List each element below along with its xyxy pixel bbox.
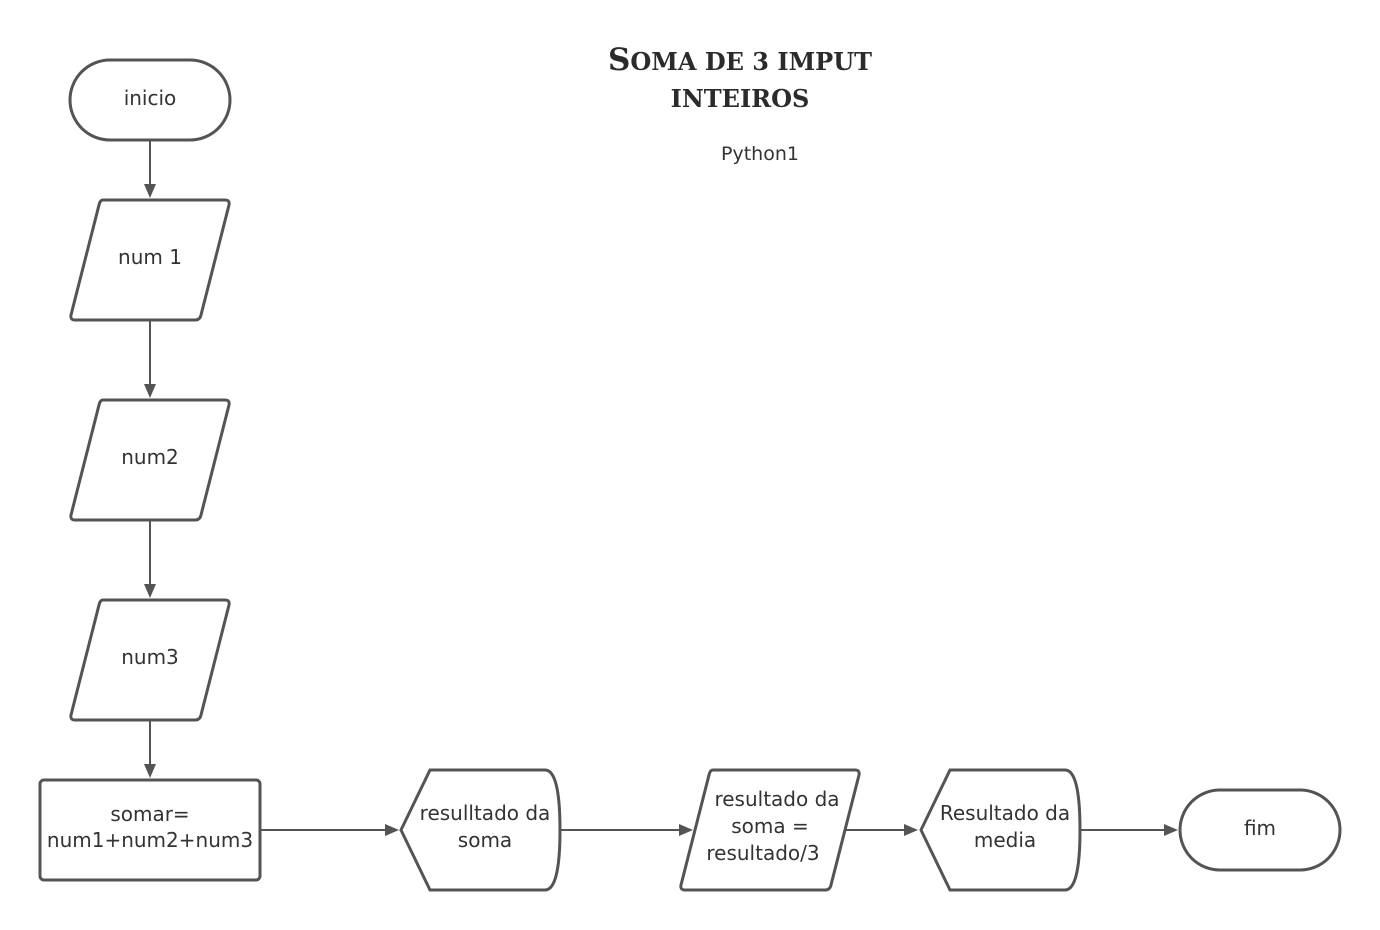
edges-layer [144, 140, 1178, 836]
node-num3-label: num3 [121, 645, 179, 669]
diagram-title-line2: INTEIROS [671, 84, 810, 113]
arrowhead-num1-num2 [144, 384, 156, 398]
node-calculo-media-label-line2: soma = [731, 814, 809, 838]
input-parallelogram-shape [69, 198, 231, 322]
arrowhead-calculo-resultado-media [904, 824, 918, 836]
node-calculo-media[interactable]: resultado da soma = resultado/3 [679, 768, 861, 892]
node-inicio-label: inicio [124, 86, 177, 110]
diagram-title-line1: SOMA DE 3 IMPUT [608, 42, 872, 78]
arrowhead-num2-num3 [144, 584, 156, 598]
node-resultado-soma-label-line2: soma [458, 828, 512, 852]
node-calculo-media-label-line3: resultado/3 [706, 841, 819, 865]
display-shape [399, 768, 562, 892]
node-num1-label: num 1 [118, 245, 182, 269]
node-resultado-media-label-line1: Resultado da [940, 801, 1070, 825]
node-inicio[interactable]: inicio [68, 58, 232, 142]
input-parallelogram-shape [69, 598, 231, 722]
arrowhead-resultado-soma-calculo [679, 824, 693, 836]
node-resultado-media-label-line2: media [974, 828, 1036, 852]
node-num2[interactable]: num2 [69, 398, 231, 522]
node-resultado-media[interactable]: Resultado da media [919, 768, 1082, 892]
arrowhead-num3-somar [144, 764, 156, 778]
node-somar-label-line1: somar= [110, 802, 189, 826]
display-shape [919, 768, 1082, 892]
node-resultado-soma[interactable]: resulltado da soma [399, 768, 562, 892]
node-resultado-soma-label-line1: resulltado da [420, 801, 551, 825]
arrowhead-resultado-media-fim [1164, 824, 1178, 836]
input-parallelogram-shape [69, 398, 231, 522]
node-calculo-media-label-line1: resultado da [714, 787, 839, 811]
arrowhead-somar-resultado-soma [385, 824, 399, 836]
title-rest: OMA DE 3 IMPUT [630, 47, 872, 76]
title-initial-cap: S [608, 42, 630, 78]
input-parallelogram-shape [679, 768, 861, 892]
node-somar[interactable]: somar= num1+num2+num3 [38, 778, 262, 882]
arrowhead-inicio-num1 [144, 184, 156, 198]
node-somar-label-line2: num1+num2+num3 [47, 828, 253, 852]
nodes-layer: inicio num 1 num2 num3 somar= num1+num2+… [38, 58, 1342, 892]
node-num1[interactable]: num 1 [69, 198, 231, 322]
node-fim[interactable]: fim [1178, 788, 1342, 872]
terminator-shape [68, 58, 232, 142]
node-fim-label: fim [1244, 816, 1276, 840]
node-num3[interactable]: num3 [69, 598, 231, 722]
process-rectangle-shape [38, 778, 262, 882]
diagram-subtitle: Python1 [721, 143, 799, 165]
node-num2-label: num2 [121, 445, 179, 469]
terminator-shape [1178, 788, 1342, 872]
